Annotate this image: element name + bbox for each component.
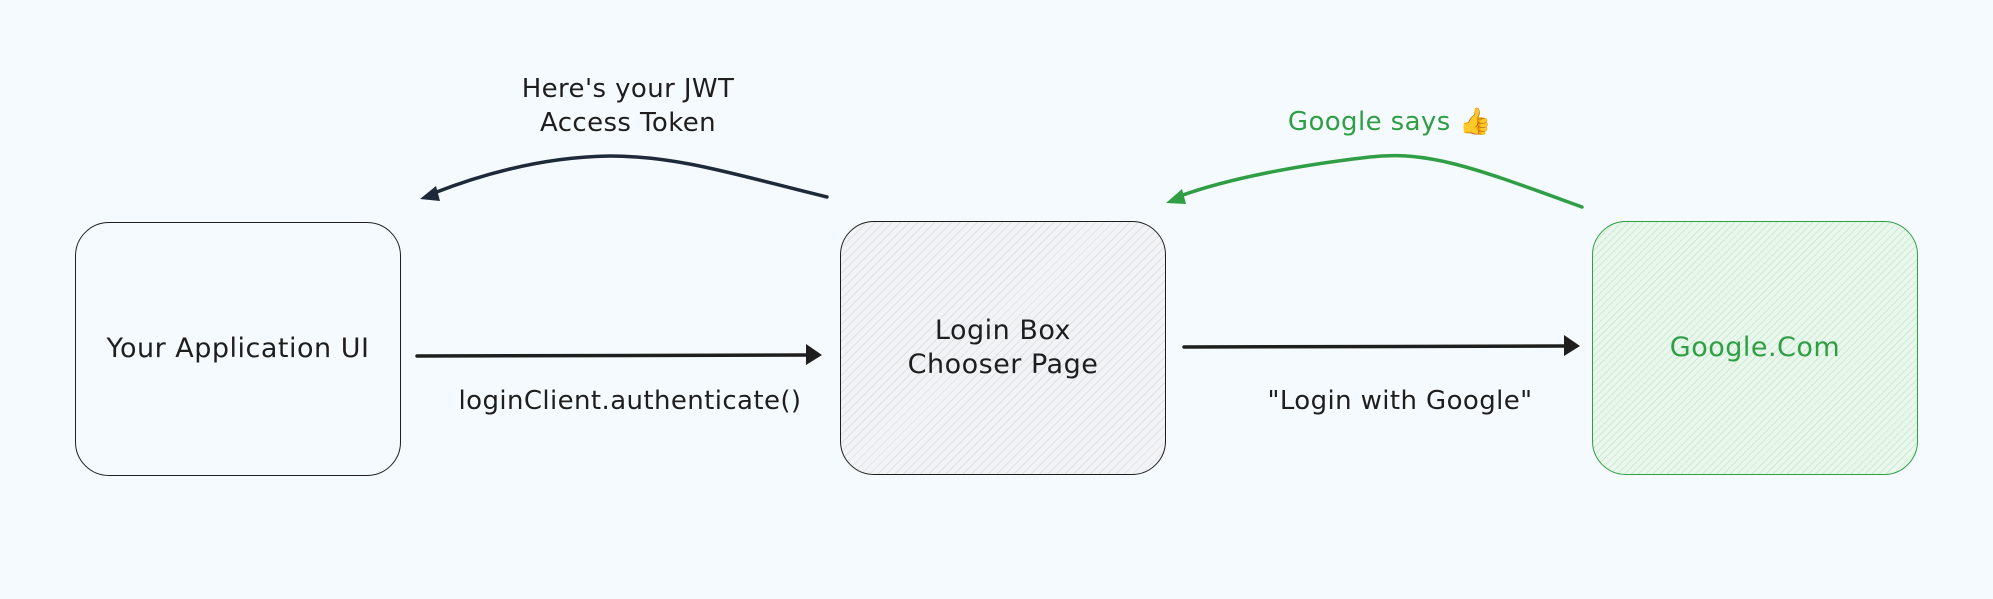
edge-label-authenticate: loginClient.authenticate() — [458, 386, 802, 416]
arrow-login-with-google — [1182, 335, 1580, 356]
arrow-jwt-token — [420, 154, 829, 201]
node-google-label: Google.Com — [1669, 332, 1841, 363]
arrow-google-says — [1166, 153, 1584, 209]
node-app-label: Your Application UI — [106, 333, 370, 364]
edge-label-google-says: Google says 👍 — [1287, 107, 1493, 137]
edge-label-jwt-token: Here's your JWT Access Token — [521, 74, 735, 138]
node-google-com: Google.Com — [1592, 221, 1918, 475]
node-login-label: Login Box Chooser Page — [907, 315, 1099, 380]
node-your-application-ui: Your Application UI — [75, 222, 401, 476]
arrow-authenticate — [415, 344, 822, 365]
edge-label-login-with-google: "Login with Google" — [1267, 386, 1533, 416]
node-login-box-chooser-page: Login Box Chooser Page — [840, 221, 1166, 475]
